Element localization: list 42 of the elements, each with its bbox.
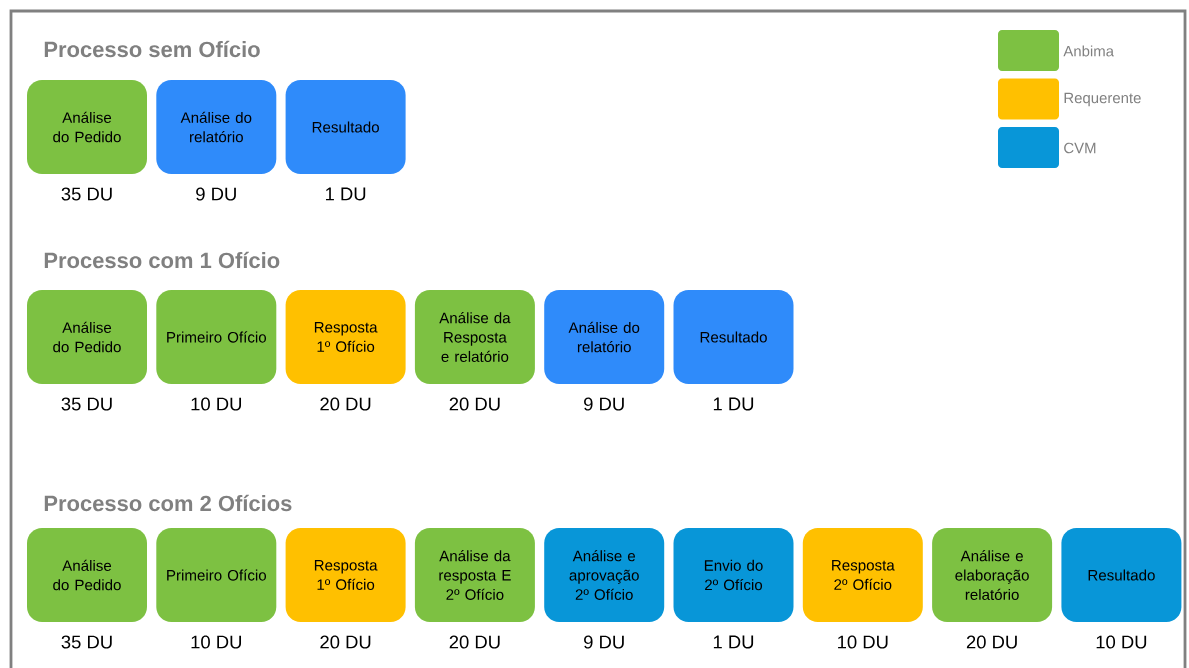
duration-label: 10 DU: [1096, 635, 1147, 649]
process-box: Análise e aprovação 2º Ofício: [544, 528, 665, 622]
process-box: Análise da Resposta e relatório: [414, 290, 535, 384]
duration-label: 1 DU: [713, 635, 754, 649]
process-box: Análise do relatório: [156, 80, 277, 174]
legend-label: Requerente: [1064, 92, 1141, 107]
process-box: Resposta 1º Ofício: [285, 290, 406, 384]
process-box: Resultado: [673, 290, 794, 384]
duration-label: 35 DU: [61, 635, 112, 649]
duration-label: 20 DU: [966, 635, 1017, 649]
duration-label: 35 DU: [61, 187, 112, 201]
process-box: Análise do relatório: [544, 290, 665, 384]
process-box: Primeiro Ofício: [156, 528, 277, 622]
duration-label: 20 DU: [449, 635, 500, 649]
legend-label: Anbima: [1063, 45, 1114, 57]
process-box: Análise do Pedido: [27, 528, 147, 622]
duration-label: 10 DU: [191, 397, 241, 411]
duration-label: 20 DU: [320, 397, 371, 411]
section-title: Processo com 1 Ofício: [44, 251, 280, 269]
process-box: Análise da resposta E 2º Ofício: [414, 528, 535, 622]
process-box: Análise do Pedido: [27, 290, 147, 384]
duration-label: 35 DU: [61, 397, 112, 411]
duration-label: 10 DU: [838, 635, 888, 649]
duration-label: 10 DU: [191, 635, 241, 649]
duration-label: 1 DU: [326, 187, 366, 201]
process-box: Análise do Pedido: [27, 80, 147, 174]
process-box: Resposta 1º Ofício: [285, 528, 406, 622]
duration-label: 1 DU: [713, 397, 754, 411]
process-box: Resultado: [1061, 528, 1182, 622]
process-box: Análise e elaboração relatório: [932, 528, 1053, 622]
legend-label: CVM: [1064, 142, 1096, 154]
duration-label: 9 DU: [196, 187, 236, 201]
duration-label: 9 DU: [584, 397, 624, 411]
process-box: Primeiro Ofício: [156, 290, 277, 384]
duration-label: 20 DU: [449, 397, 500, 411]
section-title: Processo com 2 Ofícios: [44, 494, 292, 512]
section-title: Processo sem Ofício: [44, 40, 260, 58]
duration-label: 9 DU: [584, 635, 624, 649]
process-box: Resultado: [285, 80, 406, 174]
duration-label: 20 DU: [320, 635, 371, 649]
process-box: Envio do 2º Ofício: [673, 528, 794, 622]
process-box: Resposta 2º Ofício: [802, 528, 923, 622]
